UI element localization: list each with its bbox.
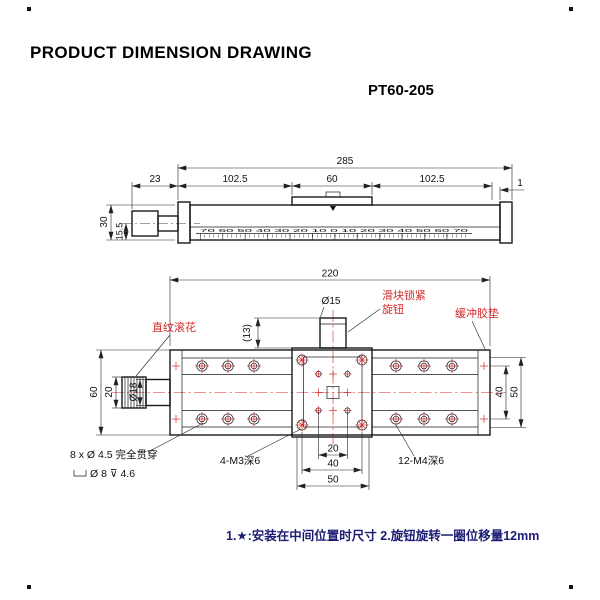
dim-width-60: 60 [89, 386, 100, 398]
dim-knob-h-20: 20 [104, 386, 115, 398]
dim-knob-dia: Ø15 [322, 296, 341, 307]
ruler-scale: 70 60 50 40 30 20 10 0 10 20 30 40 50 60… [200, 228, 469, 233]
label-knurl: 直纹滚花 [152, 320, 196, 334]
dim-rows-40: 40 [495, 386, 506, 398]
side-view: 70 60 50 40 30 20 10 0 10 20 30 40 50 60… [99, 156, 524, 244]
side-view-dimensions: 285 23 102.5 60 102.5 1 30 15.5 [99, 156, 524, 241]
model-number: PT60-205 [368, 82, 434, 99]
label-m4-holes: 12-M4深6 [398, 455, 444, 467]
note-line: 1.★:安装在中间位置时尺寸 2.旋钮旋转一圈位移量12mm [226, 528, 539, 543]
plan-geometry [121, 317, 491, 438]
label-m3-holes: 4-M3深6 [220, 455, 260, 467]
dim-body-50: 50 [510, 386, 521, 398]
zero-pointer [330, 206, 336, 211]
dim-bottom-50: 50 [327, 475, 339, 486]
dim-base-15-5: 15.5 [115, 223, 125, 241]
corner-marks [27, 7, 573, 589]
dim-travel-left: 102.5 [222, 174, 247, 185]
dim-bottom-20: 20 [327, 444, 339, 455]
dim-knob-len-13: (13) [242, 324, 253, 342]
label-lock-knob-line1: 滑块锁紧 [382, 288, 426, 302]
dim-height-30: 30 [99, 216, 110, 228]
label-lock-knob-line2: 旋钮 [382, 302, 404, 316]
dim-knob-23: 23 [149, 174, 161, 185]
page-title: PRODUCT DIMENSION DRAWING [30, 43, 312, 62]
ruler-major-ticks [200, 233, 468, 241]
dim-shaft-dia-18: Ø18 [129, 382, 140, 401]
dim-carriage-60: 60 [326, 174, 338, 185]
plan-labels: 滑块锁紧 旋钮 缓冲胶垫 直纹滚花 8 x Ø 4.5 完全贯穿 Ø 8 ⊽ 4… [70, 288, 499, 480]
dim-length-220: 220 [322, 269, 339, 280]
notes: 1.★:安装在中间位置时尺寸 2.旋钮旋转一圈位移量12mm [226, 528, 539, 543]
plan-dimensions: 220 Ø15 (13) 60 20 Ø18 [89, 269, 526, 490]
header: PRODUCT DIMENSION DRAWING PT60-205 [30, 43, 434, 99]
plan-view: 220 Ø15 (13) 60 20 Ø18 [70, 269, 526, 490]
side-view-ruler: 70 60 50 40 30 20 10 0 10 20 30 40 50 60… [200, 228, 469, 241]
dim-travel-right: 102.5 [419, 174, 444, 185]
counterbore-icon [73, 470, 87, 477]
plan-centerlines [112, 310, 506, 448]
dim-end-1: 1 [517, 178, 523, 189]
label-thru-holes: 8 x Ø 4.5 完全贯穿 [70, 448, 158, 461]
dim-overall-285: 285 [337, 156, 354, 167]
label-counterbore: Ø 8 ⊽ 4.6 [90, 468, 135, 480]
dim-bottom-40: 40 [327, 459, 339, 470]
label-buffer-pad: 缓冲胶垫 [455, 306, 499, 320]
